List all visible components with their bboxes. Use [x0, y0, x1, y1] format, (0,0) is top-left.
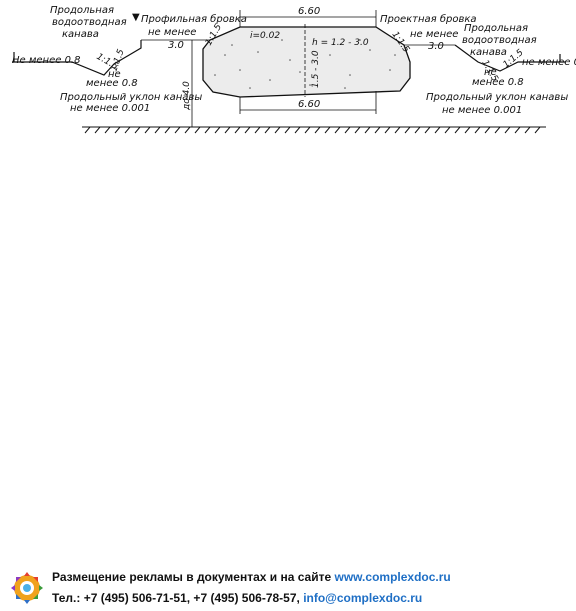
width-bottom-value: 6.60 — [298, 99, 320, 110]
berm-right-value: 3.0 — [428, 41, 444, 52]
design-edge-label: Проектная бровка — [380, 13, 477, 25]
fill-height-label: h = 1.2 - 3.0 — [312, 38, 369, 48]
bottom-not-less-right-2: менее 0.8 — [472, 77, 524, 88]
not-less-left-top: не менее — [148, 27, 196, 38]
center-mark-label: 1.5 - 3.0 — [311, 50, 321, 88]
ad-text: Размещение рекламы в документах и на сай… — [52, 570, 335, 584]
site-link[interactable]: www.complexdoc.ru — [334, 570, 451, 584]
right-ditch — [454, 44, 566, 72]
profile-edge-label: Профильная бровка — [141, 13, 247, 25]
email-link[interactable]: info@complexdoc.ru — [303, 591, 423, 605]
berm-left-value: 3.0 — [168, 40, 184, 51]
profile-edge-marker: ▼ — [132, 12, 140, 23]
right-ditch-title-2: водоотводная — [462, 35, 537, 46]
right-slope-note-1: Продольный уклон канавы — [426, 92, 568, 103]
dimension-lines — [141, 10, 455, 127]
footer-ad: Размещение рекламы в документах и на сай… — [0, 563, 576, 611]
embankment-body — [202, 26, 411, 98]
left-slope-note-2: не менее 0.001 — [70, 103, 150, 114]
ground-line — [82, 126, 546, 134]
gear-logo-icon — [11, 572, 43, 604]
phone-text: Тел.: +7 (495) 506-71-51, +7 (495) 506-7… — [52, 591, 304, 605]
not-less-08-left: Не менее 0.8 — [12, 55, 80, 66]
right-ditch-title-3: канава — [470, 47, 507, 58]
right-slope-note-2: не менее 0.001 — [442, 105, 522, 116]
left-slope-note-1: Продольный уклон канавы — [60, 92, 202, 103]
width-top-value: 6.60 — [298, 6, 320, 17]
bottom-not-less-left: не — [108, 69, 121, 80]
height-left-label: до 4.0 — [182, 81, 192, 111]
embankment-fill-dots — [214, 39, 396, 89]
left-ditch-title-3: канава — [62, 29, 99, 40]
road-embankment-cross-section: Продольная водоотводная канава Профильна… — [12, 5, 576, 134]
not-less-08-right: не менее 0.8 — [522, 57, 576, 68]
left-ditch-title-1: Продольная — [50, 5, 114, 16]
crown-slope-label: i=0.02 — [250, 31, 280, 41]
left-ditch-title-2: водоотводная — [52, 17, 127, 28]
ad-line: Размещение рекламы в документах и на сай… — [52, 570, 451, 584]
left-ditch — [12, 40, 142, 76]
bottom-not-less-left-2: менее 0.8 — [86, 78, 138, 89]
bottom-not-less-right: не — [484, 67, 497, 78]
not-less-right-top: не менее — [410, 29, 458, 40]
contact-line: Тел.: +7 (495) 506-71-51, +7 (495) 506-7… — [52, 591, 422, 605]
right-ditch-title-1: Продольная — [464, 23, 528, 34]
